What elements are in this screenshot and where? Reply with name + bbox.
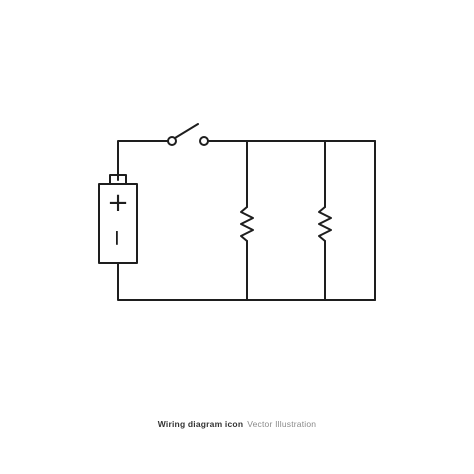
battery-plus-label: + — [107, 188, 129, 218]
battery-minus-label: − — [104, 229, 129, 247]
resistor-2-icon — [318, 140, 332, 301]
wire-top-left — [117, 140, 169, 181]
caption-title: Wiring diagram icon — [157, 419, 244, 429]
resistor-1-icon — [240, 140, 254, 301]
caption-subtitle: Vector Illustration — [247, 419, 317, 429]
wire-bottom — [117, 262, 376, 301]
switch-icon — [167, 123, 209, 146]
battery-icon — [98, 174, 138, 264]
